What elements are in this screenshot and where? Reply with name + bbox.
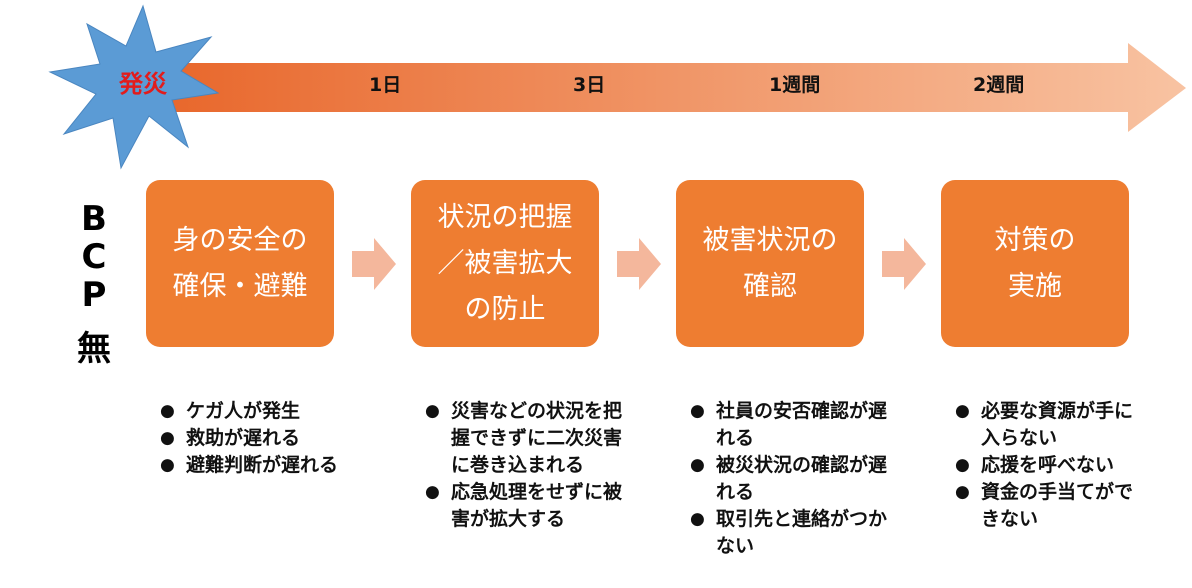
step-text-line: 対策の — [994, 224, 1076, 256]
step-text-line: 確認 — [743, 270, 797, 302]
timeline-arrow-graphic — [48, 4, 1186, 170]
list-item: 取引先と連絡がつかない — [690, 506, 904, 560]
list-item: 救助が遅れる — [160, 425, 342, 452]
step-box-situation: 状況の把握 ／被害拡大 の防止 — [411, 180, 599, 347]
disaster-burst — [48, 4, 220, 170]
step-text-line: ／被害拡大 — [437, 247, 573, 279]
timeline-arrow — [150, 43, 1186, 132]
bcp-char-c: C — [81, 237, 107, 277]
step-box-measures: 対策の 実施 — [941, 180, 1129, 347]
list-item: 応援を呼べない — [955, 452, 1145, 479]
step-box-damage: 被害状況の 確認 — [676, 180, 864, 347]
tick-3-days: 3日 — [573, 74, 606, 96]
step-arrow-icon — [352, 238, 396, 290]
bullet-list-safety: ケガ人が発生 救助が遅れる 避難判断が遅れる — [160, 398, 342, 479]
step-box-safety: 身の安全の 確保・避難 — [146, 180, 334, 347]
tick-2-weeks: 2週間 — [973, 74, 1025, 96]
list-item: 必要な資源が手に入らない — [955, 398, 1145, 452]
step-text-line: 被害状況の — [702, 224, 838, 256]
list-item: 避難判断が遅れる — [160, 452, 342, 479]
bullet-list-situation: 災害などの状況を把握できずに二次災害に巻き込まれる 応急処理をせずに被害が拡大す… — [425, 398, 639, 533]
bcp-none-label: B C P 無 — [72, 200, 116, 368]
step-arrow-icon — [617, 238, 661, 290]
list-item: 社員の安否確認が遅れる — [690, 398, 904, 452]
disaster-label: 発災 — [119, 70, 167, 98]
step-text-line: の防止 — [464, 293, 546, 325]
step-text-line: 実施 — [1008, 270, 1062, 302]
list-item: 応急処理をせずに被害が拡大する — [425, 479, 639, 533]
step-text-line: 身の安全の — [172, 224, 308, 256]
bullet-list-damage: 社員の安否確認が遅れる 被災状況の確認が遅れる 取引先と連絡がつかない — [690, 398, 904, 560]
bullet-list-measures: 必要な資源が手に入らない 応援を呼べない 資金の手当てができない — [955, 398, 1145, 533]
step-text-line: 確保・避難 — [172, 270, 308, 302]
step-arrow-icon — [882, 238, 926, 290]
tick-1-day: 1日 — [369, 74, 402, 96]
step-text-line: 状況の把握 — [437, 201, 573, 233]
list-item: ケガ人が発生 — [160, 398, 342, 425]
list-item: 資金の手当てができない — [955, 479, 1145, 533]
list-item: 被災状況の確認が遅れる — [690, 452, 904, 506]
bcp-char-b: B — [81, 199, 107, 239]
bcp-char-p: P — [81, 275, 107, 315]
tick-1-week: 1週間 — [769, 74, 821, 96]
bcp-char-mu: 無 — [77, 329, 111, 369]
list-item: 災害などの状況を把握できずに二次災害に巻き込まれる — [425, 398, 639, 479]
